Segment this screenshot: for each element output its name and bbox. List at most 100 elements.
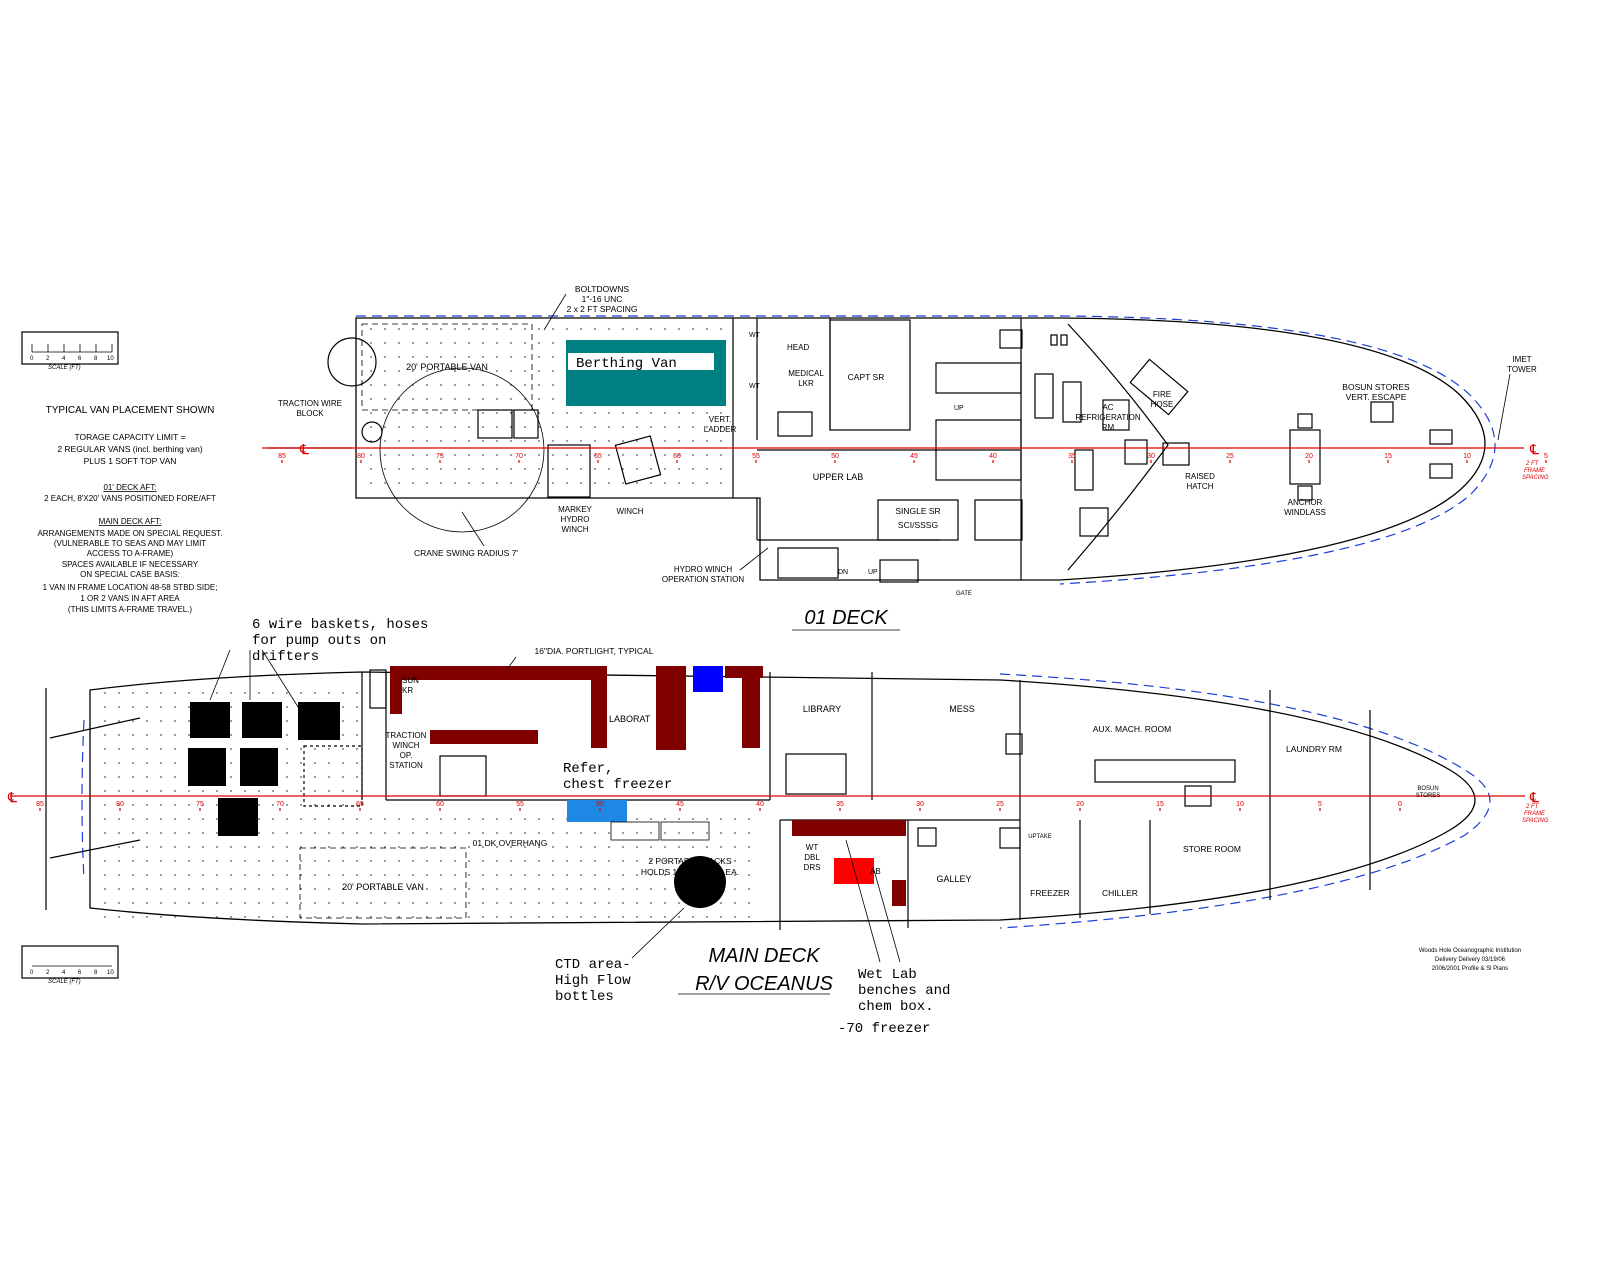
galley-label: GALLEY bbox=[936, 874, 971, 884]
wire-basket bbox=[298, 702, 340, 740]
frame-number: 35 bbox=[836, 801, 844, 808]
credit-line: 2006/2001 Profile & Sl Plans bbox=[1432, 966, 1508, 972]
bosun-lkr-label: KR bbox=[402, 686, 413, 695]
bench bbox=[591, 666, 607, 748]
scale-tick: 0 bbox=[30, 356, 34, 362]
scale-tick: 6 bbox=[78, 970, 82, 976]
legend-capacity-line: PLUS 1 SOFT TOP VAN bbox=[84, 456, 177, 466]
refer-chest-freezer-box bbox=[567, 800, 627, 822]
main-portable-van bbox=[299, 847, 467, 919]
boltdowns-label: 1"-16 UNC bbox=[582, 294, 623, 304]
berthing-van-label: Berthing Van bbox=[576, 356, 677, 372]
legend-main-line: (VULNERABLE TO SEAS AND MAY LIMIT bbox=[54, 539, 206, 548]
baskets-note: 6 wire baskets, hoses bbox=[252, 617, 428, 633]
bosun-lkr-label: SUN bbox=[402, 676, 419, 685]
frame-number: 75 bbox=[196, 801, 204, 808]
wt-dbl-drs-label: DBL bbox=[804, 853, 820, 862]
frame-number: 60 bbox=[436, 801, 444, 808]
scale-label: SCALE (FT) bbox=[48, 979, 81, 985]
frame-number: 40 bbox=[989, 453, 997, 460]
single-sr-label: SCI/SSSG bbox=[898, 520, 938, 530]
winch-label: WINCH bbox=[616, 507, 643, 516]
frame-number: 45 bbox=[910, 453, 918, 460]
legend-main-line: (THIS LIMITS A-FRAME TRAVEL.) bbox=[68, 605, 193, 614]
up-label: UP bbox=[868, 569, 878, 576]
legend-main-line: ON SPECIAL CASE BASIS: bbox=[80, 570, 180, 579]
wire-basket bbox=[188, 748, 226, 786]
freezer-label: FREEZER bbox=[1030, 888, 1070, 898]
legend-main-head: MAIN DECK AFT: bbox=[99, 517, 162, 526]
wire-basket bbox=[242, 702, 282, 738]
wire-basket bbox=[218, 798, 258, 836]
frame-number: 15 bbox=[1384, 453, 1392, 460]
scale-tick: 6 bbox=[78, 356, 82, 362]
crane-swing-label: CRANE SWING RADIUS 7' bbox=[414, 548, 518, 558]
ab-label: AB bbox=[870, 867, 881, 876]
hydro-station-label: HYDRO WINCH bbox=[674, 565, 732, 574]
deck01-hull-blue bbox=[356, 315, 1496, 585]
wetlab-note: chem box. bbox=[858, 999, 934, 1015]
frame-number: 25 bbox=[996, 801, 1004, 808]
overhang-label: 01 DK OVERHANG bbox=[473, 838, 548, 848]
wt-dbl-drs-label: DRS bbox=[804, 863, 821, 872]
library-label: LIBRARY bbox=[803, 704, 841, 714]
anchor-windlass-label: ANCHOR bbox=[1288, 498, 1323, 507]
credit-line: Delivery Delivery 03/19/06 bbox=[1435, 957, 1506, 963]
frame-number: 55 bbox=[752, 453, 760, 460]
frame-number: 40 bbox=[756, 801, 764, 808]
legend-main-line: ACCESS TO A-FRAME) bbox=[87, 549, 174, 558]
minus70-freezer-box bbox=[834, 858, 874, 884]
bench bbox=[656, 666, 686, 750]
bosun-stores-main-label: BOSUN bbox=[1417, 786, 1438, 792]
capt-sr-label: CAPT SR bbox=[848, 372, 885, 382]
bench bbox=[892, 880, 906, 906]
centerline-symbol: ℄ bbox=[1529, 789, 1539, 805]
bosun-stores-main-label: STORES bbox=[1416, 793, 1441, 799]
baskets-note: drifters bbox=[252, 649, 319, 665]
main-hull-blue bbox=[999, 673, 1491, 929]
bench bbox=[792, 820, 906, 836]
traction-wire-block-label: BLOCK bbox=[296, 409, 324, 418]
ac-refrig-label: AC bbox=[1102, 403, 1113, 412]
frame-number: 5 bbox=[1318, 801, 1322, 808]
bench bbox=[390, 666, 605, 680]
upper-lab-label: UPPER LAB bbox=[813, 472, 864, 482]
boltdowns-label: BOLTDOWNS bbox=[575, 284, 629, 294]
frame-number: 55 bbox=[516, 801, 524, 808]
bench bbox=[430, 730, 538, 744]
frame-number: 70 bbox=[276, 801, 284, 808]
scale-tick: 2 bbox=[46, 356, 50, 362]
uptake-label: UPTAKE bbox=[1028, 834, 1052, 840]
legend-main-line: 1 VAN IN FRAME LOCATION 48-58 STBD SIDE; bbox=[43, 583, 218, 592]
frame-number: 20 bbox=[1305, 453, 1313, 460]
traction-winch-label: OP. bbox=[400, 751, 413, 760]
store-room-label: STORE ROOM bbox=[1183, 844, 1241, 854]
medical-label: MEDICAL bbox=[788, 369, 824, 378]
wt-dbl-drs-label: WT bbox=[806, 843, 819, 852]
ctd-note: CTD area- bbox=[555, 957, 631, 973]
racks-label: HOLDS 12 BOTTLES EA. bbox=[641, 867, 739, 877]
vert-ladder-label: VERT. bbox=[709, 415, 732, 424]
ac-refrig-label: RM bbox=[1102, 423, 1115, 432]
imet-tower-label: TOWER bbox=[1507, 365, 1537, 374]
legend-main-line: ARRANGEMENTS MADE ON SPECIAL REQUEST. bbox=[37, 529, 222, 538]
traction-winch-label: WINCH bbox=[392, 741, 419, 750]
minus70-note: -70 freezer bbox=[838, 1021, 930, 1037]
scale-tick: 8 bbox=[94, 970, 98, 976]
markey-winch-label: MARKEY bbox=[558, 505, 592, 514]
frame-spacing-note: FRAME bbox=[1524, 468, 1546, 474]
traction-wire-block-label: TRACTION WIRE bbox=[278, 399, 342, 408]
frame-number: 15 bbox=[1156, 801, 1164, 808]
scale-tick: 10 bbox=[107, 970, 114, 976]
frame-number: 65 bbox=[594, 453, 602, 460]
main-hull bbox=[89, 671, 1476, 925]
frame-number: 60 bbox=[673, 453, 681, 460]
vessel-name-title: R/V OCEANUS bbox=[695, 973, 833, 995]
scale-label: SCALE (FT) bbox=[48, 365, 81, 371]
frame-number: 80 bbox=[357, 453, 365, 460]
frame-spacing-note: FRAME bbox=[1524, 811, 1546, 817]
